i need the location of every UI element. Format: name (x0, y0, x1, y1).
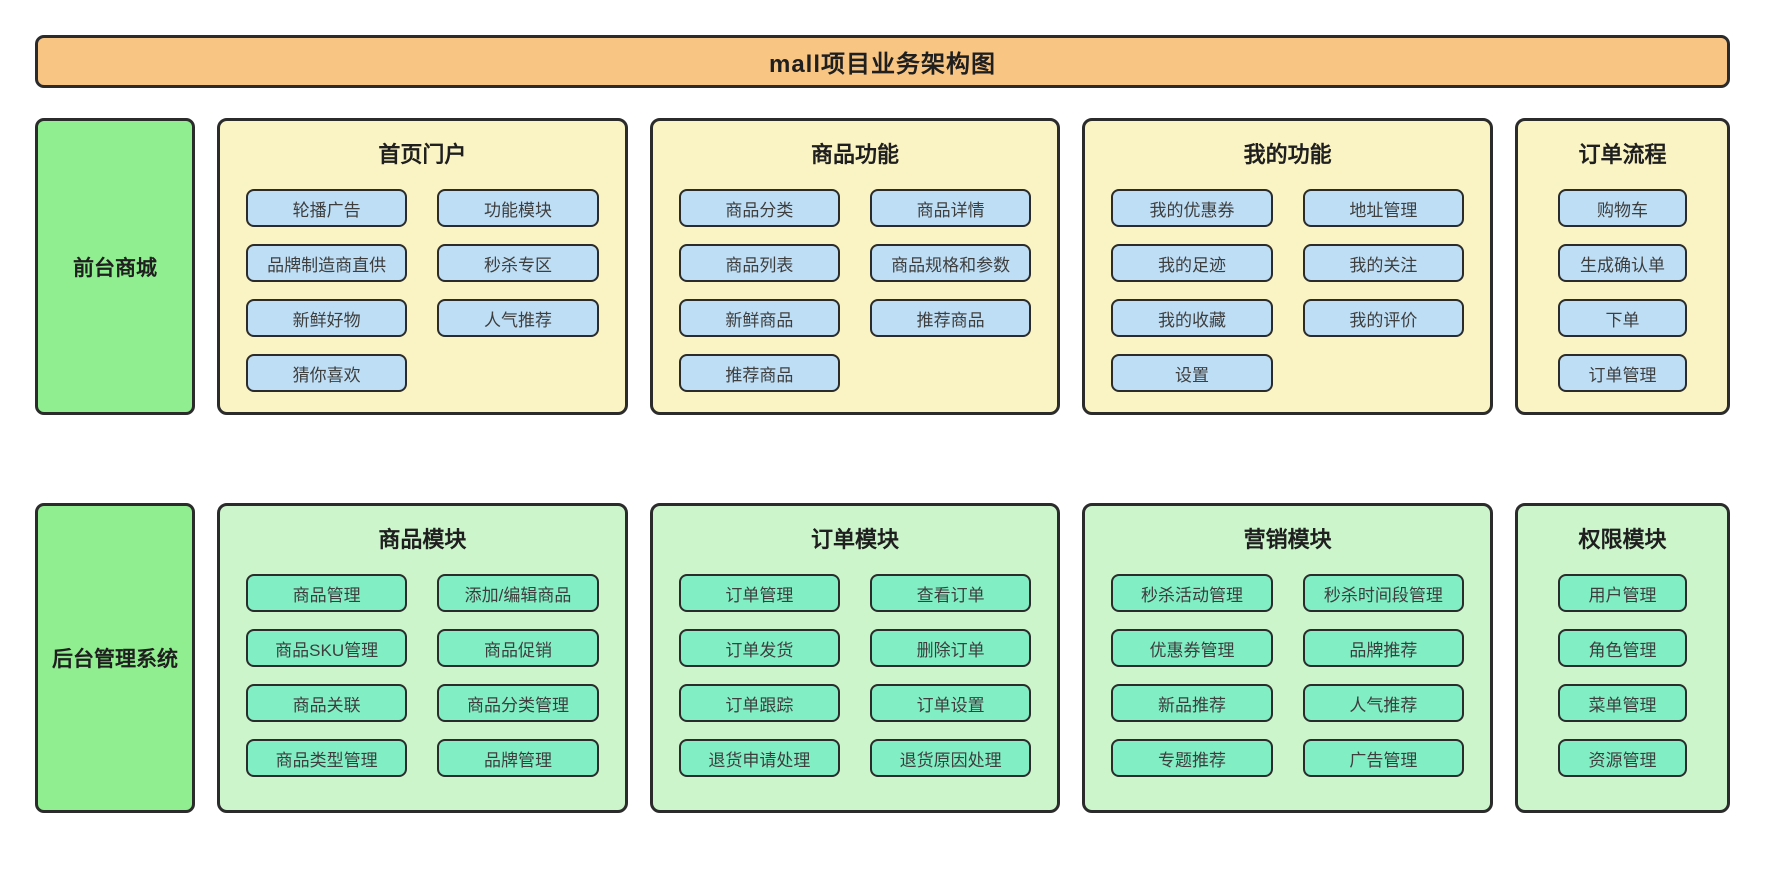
feature-node: 猜你喜欢 (246, 354, 408, 392)
feature-node: 新品推荐 (1111, 684, 1273, 722)
panel-title: 首页门户 (378, 142, 467, 167)
feature-node-grid: 轮播广告功能模块品牌制造商直供秒杀专区新鲜好物人气推荐猜你喜欢 (246, 189, 599, 392)
feature-node: 我的收藏 (1111, 299, 1273, 337)
feature-node: 人气推荐 (1302, 684, 1465, 722)
feature-node: 删除订单 (870, 629, 1032, 667)
feature-node: 商品促销 (437, 629, 599, 667)
feature-node-grid: 秒杀活动管理秒杀时间段管理优惠券管理品牌推荐新品推荐人气推荐专题推荐广告管理 (1111, 574, 1465, 777)
feature-node-grid: 订单管理查看订单订单发货删除订单订单跟踪订单设置退货申请处理退货原因处理 (678, 574, 1032, 777)
feature-node: 商品类型管理 (246, 739, 408, 777)
feature-node: 功能模块 (437, 189, 599, 227)
feature-node: 订单跟踪 (678, 684, 840, 722)
feature-node: 商品详情 (870, 189, 1032, 227)
feature-node: 菜单管理 (1558, 684, 1688, 722)
feature-node-grid: 商品管理添加/编辑商品商品SKU管理商品促销商品关联商品分类管理商品类型管理品牌… (246, 574, 599, 777)
feature-node: 商品分类管理 (437, 684, 599, 722)
feature-node: 商品关联 (246, 684, 408, 722)
module-panel: 订单流程购物车生成确认单下单订单管理 (1515, 118, 1731, 415)
feature-node: 生成确认单 (1558, 244, 1688, 282)
module-panel: 营销模块秒杀活动管理秒杀时间段管理优惠券管理品牌推荐新品推荐人气推荐专题推荐广告… (1082, 503, 1494, 813)
feature-node: 订单管理 (1558, 354, 1688, 392)
feature-node: 新鲜好物 (246, 299, 408, 337)
feature-node: 退货申请处理 (678, 739, 840, 777)
feature-node-grid: 用户管理角色管理菜单管理资源管理 (1544, 574, 1701, 777)
feature-node: 品牌推荐 (1302, 629, 1465, 667)
feature-node: 地址管理 (1302, 189, 1465, 227)
feature-node: 商品SKU管理 (246, 629, 408, 667)
panel-title: 我的功能 (1243, 142, 1332, 167)
diagram-body: 前台商城首页门户轮播广告功能模块品牌制造商直供秒杀专区新鲜好物人气推荐猜你喜欢商… (35, 118, 1731, 813)
module-panel: 我的功能我的优惠券地址管理我的足迹我的关注我的收藏我的评价设置 (1082, 118, 1494, 415)
feature-node: 我的足迹 (1111, 244, 1273, 282)
feature-node: 商品规格和参数 (870, 244, 1032, 282)
feature-node: 品牌制造商直供 (246, 244, 408, 282)
feature-node: 秒杀活动管理 (1111, 574, 1273, 612)
feature-node: 品牌管理 (437, 739, 599, 777)
feature-node: 查看订单 (870, 574, 1032, 612)
feature-node: 订单设置 (870, 684, 1032, 722)
feature-node: 专题推荐 (1111, 739, 1273, 777)
feature-node: 角色管理 (1558, 629, 1688, 667)
feature-node-grid: 我的优惠券地址管理我的足迹我的关注我的收藏我的评价设置 (1111, 189, 1465, 392)
feature-node-grid: 购物车生成确认单下单订单管理 (1544, 189, 1701, 392)
panel-title: 权限模块 (1578, 527, 1667, 552)
feature-node: 商品管理 (246, 574, 408, 612)
feature-node: 新鲜商品 (678, 299, 840, 337)
group-label-box: 前台商城 (35, 118, 195, 415)
module-panel: 商品功能商品分类商品详情商品列表商品规格和参数新鲜商品推荐商品推荐商品 (649, 118, 1061, 415)
feature-node: 我的优惠券 (1111, 189, 1273, 227)
feature-node: 我的评价 (1302, 299, 1465, 337)
feature-node: 商品列表 (678, 244, 840, 282)
feature-node: 用户管理 (1558, 574, 1688, 612)
feature-node: 订单管理 (678, 574, 840, 612)
panel-title: 商品模块 (378, 527, 467, 552)
module-panel: 首页门户轮播广告功能模块品牌制造商直供秒杀专区新鲜好物人气推荐猜你喜欢 (217, 118, 628, 415)
feature-node: 人气推荐 (437, 299, 599, 337)
feature-node: 购物车 (1558, 189, 1688, 227)
feature-node: 秒杀专区 (437, 244, 599, 282)
feature-node: 添加/编辑商品 (437, 574, 599, 612)
module-panel: 订单模块订单管理查看订单订单发货删除订单订单跟踪订单设置退货申请处理退货原因处理 (649, 503, 1061, 813)
module-panel: 权限模块用户管理角色管理菜单管理资源管理 (1515, 503, 1731, 813)
feature-node: 设置 (1111, 354, 1273, 392)
feature-node: 订单发货 (678, 629, 840, 667)
feature-node: 广告管理 (1302, 739, 1465, 777)
panel-title: 订单模块 (811, 527, 900, 552)
module-panel: 商品模块商品管理添加/编辑商品商品SKU管理商品促销商品关联商品分类管理商品类型… (217, 503, 628, 813)
feature-node: 优惠券管理 (1111, 629, 1273, 667)
feature-node: 资源管理 (1558, 739, 1688, 777)
group-label-box: 后台管理系统 (35, 503, 195, 813)
panel-title: 商品功能 (811, 142, 900, 167)
panel-title: 营销模块 (1243, 527, 1332, 552)
feature-node: 推荐商品 (678, 354, 840, 392)
diagram-title: mall项目业务架构图 (768, 51, 997, 78)
feature-node-grid: 商品分类商品详情商品列表商品规格和参数新鲜商品推荐商品推荐商品 (678, 189, 1032, 392)
feature-node: 推荐商品 (870, 299, 1032, 337)
feature-node: 下单 (1558, 299, 1688, 337)
feature-node: 退货原因处理 (870, 739, 1032, 777)
feature-node: 秒杀时间段管理 (1302, 574, 1465, 612)
feature-node: 我的关注 (1302, 244, 1465, 282)
panel-title: 订单流程 (1578, 142, 1667, 167)
diagram-row: 前台商城首页门户轮播广告功能模块品牌制造商直供秒杀专区新鲜好物人气推荐猜你喜欢商… (35, 118, 1731, 415)
diagram-row: 后台管理系统商品模块商品管理添加/编辑商品商品SKU管理商品促销商品关联商品分类… (35, 503, 1731, 813)
feature-node: 商品分类 (678, 189, 840, 227)
diagram-title-banner: mall项目业务架构图 (35, 35, 1730, 88)
feature-node: 轮播广告 (246, 189, 408, 227)
